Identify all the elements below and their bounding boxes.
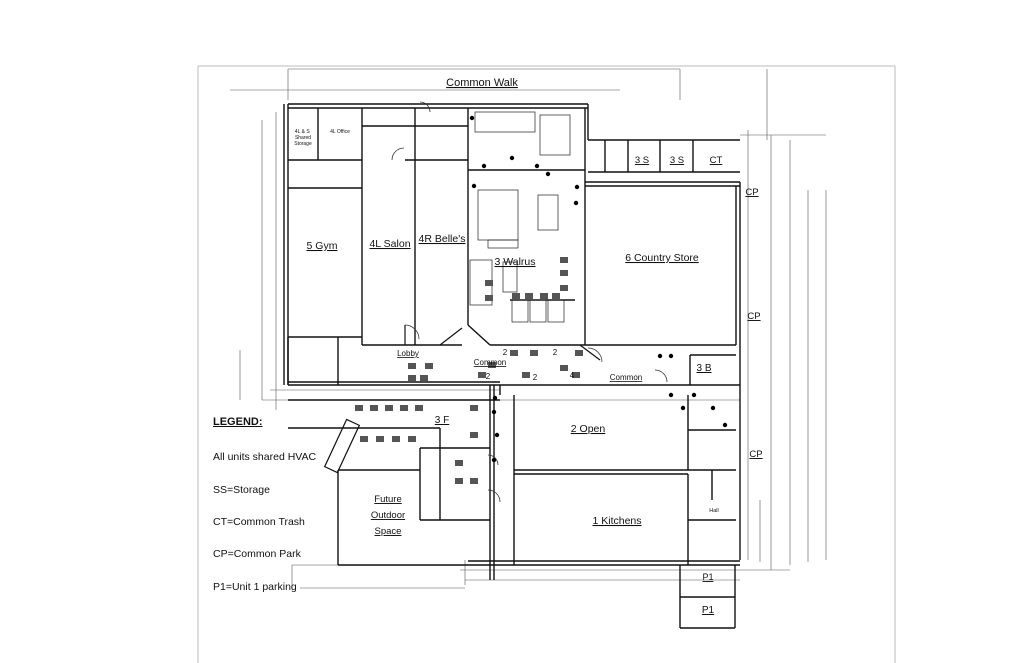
future-outdoor-label-1: Future [374, 494, 401, 505]
storage-tag-1: 3 S [635, 155, 649, 166]
unit-3b-label: 3 B [696, 363, 711, 374]
common-park-tag-1: CP [745, 187, 758, 198]
common-label-1: Common [474, 358, 506, 367]
legend-trash: CT=Common Trash [213, 516, 305, 528]
belles-label: 4R Belle's [419, 233, 466, 245]
unit-number-2a: 2 [503, 348, 508, 357]
common-park-tag-2: CP [747, 311, 760, 322]
kitchens-label: 1 Kitchens [592, 515, 641, 527]
unit-number-4: 4 [570, 371, 575, 380]
common-walk-label: Common Walk [446, 77, 518, 89]
legend-parking: P1=Unit 1 parking [213, 581, 297, 593]
lobby-walls [323, 325, 601, 474]
common-trash-tag: CT [710, 155, 723, 166]
salon-label: 4L Salon [369, 238, 410, 250]
seating [355, 257, 583, 484]
legend-park: CP=Common Park [213, 548, 301, 560]
hall-label: Hall [709, 508, 718, 514]
door-swings [391, 101, 668, 503]
walls [283, 103, 741, 629]
gym-label: 5 Gym [307, 240, 338, 252]
storage-tag-2: 3 S [670, 155, 684, 166]
fixture-dots [469, 115, 728, 463]
unit-3f-label: 3 F [435, 415, 449, 426]
lobby-label: Lobby [397, 349, 419, 358]
p1-small-tag: P1 [702, 572, 713, 582]
future-outdoor-label-3: Space [375, 526, 402, 537]
unit-number-2d: 2 [533, 373, 538, 382]
common-park-tag-3: CP [749, 449, 762, 460]
future-outdoor-label-2: Outdoor [371, 510, 405, 521]
office-storage-line: Shared [295, 135, 311, 141]
country-store-label: 6 Country Store [625, 252, 699, 264]
open-label: 2 Open [571, 423, 606, 435]
walrus-label: 3 Walrus [494, 256, 535, 268]
legend-storage: SS=Storage [213, 484, 270, 496]
office-label: 4L Office [330, 129, 350, 135]
p1-tag: P1 [702, 605, 715, 616]
walrus-furniture [469, 111, 571, 323]
area-tags: 3 S 3 S CT CP CP CP P1 P1 2 2 2 2 4 [486, 155, 763, 616]
common-label-2: Common [610, 373, 642, 382]
legend-title: LEGEND: [213, 416, 263, 428]
office-storage-line: Storage [294, 141, 312, 147]
unit-number-2b: 2 [553, 348, 558, 357]
sheet-border [197, 65, 896, 663]
unit-number-2c: 2 [486, 372, 491, 381]
legend-hvac: All units shared HVAC [213, 451, 317, 463]
office-storage-line: 4L & S [295, 129, 310, 135]
